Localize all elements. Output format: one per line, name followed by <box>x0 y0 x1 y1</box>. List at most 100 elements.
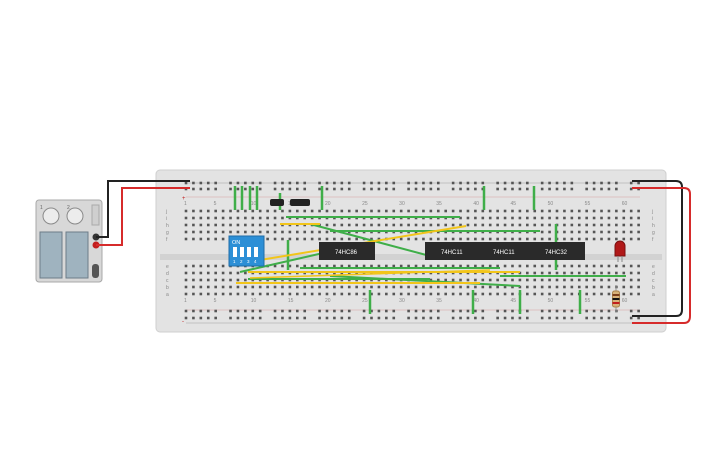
grid-hole[interactable] <box>526 209 529 213</box>
grid-hole[interactable] <box>555 278 559 282</box>
grid-hole[interactable] <box>221 292 225 296</box>
grid-hole[interactable] <box>370 223 373 227</box>
grid-hole[interactable] <box>592 216 596 220</box>
grid-hole[interactable] <box>607 285 611 289</box>
grid-hole[interactable] <box>266 292 269 296</box>
grid-hole[interactable] <box>214 223 217 227</box>
rail-hole[interactable] <box>296 181 299 185</box>
grid-hole[interactable] <box>540 271 544 275</box>
grid-hole[interactable] <box>199 216 203 220</box>
grid-hole[interactable] <box>503 292 507 296</box>
grid-hole[interactable] <box>585 285 588 289</box>
rail-hole[interactable] <box>526 309 529 313</box>
grid-hole[interactable] <box>244 209 247 213</box>
rail-hole[interactable] <box>333 316 336 320</box>
grid-hole[interactable] <box>444 292 447 296</box>
grid-hole[interactable] <box>206 285 210 289</box>
grid-hole[interactable] <box>199 285 203 289</box>
rail-hole[interactable] <box>422 316 425 320</box>
grid-hole[interactable] <box>622 292 626 296</box>
rail-hole[interactable] <box>288 187 292 191</box>
rail-hole[interactable] <box>496 316 499 320</box>
grid-hole[interactable] <box>221 278 225 282</box>
grid-hole[interactable] <box>540 230 544 234</box>
grid-hole[interactable] <box>258 216 262 220</box>
grid-hole[interactable] <box>629 271 633 275</box>
grid-hole[interactable] <box>236 285 240 289</box>
chip-74hc11-a[interactable]: 74HC11 <box>425 242 481 260</box>
grid-hole[interactable] <box>637 216 640 220</box>
resistor[interactable] <box>612 285 620 312</box>
grid-hole[interactable] <box>503 223 507 227</box>
grid-hole[interactable] <box>281 292 284 296</box>
rail-hole[interactable] <box>585 309 588 313</box>
grid-hole[interactable] <box>310 237 314 241</box>
grid-hole[interactable] <box>273 216 277 220</box>
grid-hole[interactable] <box>577 209 581 213</box>
rail-hole[interactable] <box>244 309 247 313</box>
grid-hole[interactable] <box>184 292 188 296</box>
rail-hole[interactable] <box>496 181 499 185</box>
grid-hole[interactable] <box>206 209 210 213</box>
grid-hole[interactable] <box>214 230 217 234</box>
grid-hole[interactable] <box>585 209 588 213</box>
grid-hole[interactable] <box>347 209 351 213</box>
rail-hole[interactable] <box>184 309 188 313</box>
grid-hole[interactable] <box>296 285 299 289</box>
grid-hole[interactable] <box>563 237 566 241</box>
rail-hole[interactable] <box>303 309 307 313</box>
grid-hole[interactable] <box>244 278 247 282</box>
grid-hole[interactable] <box>488 285 492 289</box>
grid-hole[interactable] <box>422 237 425 241</box>
grid-hole[interactable] <box>199 223 203 227</box>
rail-hole[interactable] <box>503 187 507 191</box>
rail-hole[interactable] <box>251 309 255 313</box>
grid-hole[interactable] <box>236 271 240 275</box>
grid-hole[interactable] <box>296 209 299 213</box>
rail-hole[interactable] <box>392 187 396 191</box>
grid-hole[interactable] <box>518 264 522 268</box>
wire-black-right-loop[interactable] <box>632 180 683 317</box>
grid-hole[interactable] <box>451 285 455 289</box>
rail-hole[interactable] <box>474 316 477 320</box>
battery-knob-right[interactable] <box>66 207 84 225</box>
rail-hole[interactable] <box>214 181 217 185</box>
grid-hole[interactable] <box>429 237 433 241</box>
grid-hole[interactable] <box>607 223 611 227</box>
grid-hole[interactable] <box>244 271 247 275</box>
rail-hole[interactable] <box>511 309 514 313</box>
grid-hole[interactable] <box>436 237 440 241</box>
grid-hole[interactable] <box>377 209 381 213</box>
grid-hole[interactable] <box>288 264 292 268</box>
grid-hole[interactable] <box>392 285 396 289</box>
grid-hole[interactable] <box>496 278 499 282</box>
rail-hole[interactable] <box>481 181 485 185</box>
rail-hole[interactable] <box>273 309 277 313</box>
grid-hole[interactable] <box>577 278 581 282</box>
grid-hole[interactable] <box>607 271 611 275</box>
grid-hole[interactable] <box>273 230 277 234</box>
rail-hole[interactable] <box>629 309 633 313</box>
grid-hole[interactable] <box>370 285 373 289</box>
grid-hole[interactable] <box>511 209 514 213</box>
grid-hole[interactable] <box>533 285 537 289</box>
rail-hole[interactable] <box>199 187 203 191</box>
rail-hole[interactable] <box>637 181 640 185</box>
rail-hole[interactable] <box>637 316 640 320</box>
rail-hole[interactable] <box>503 309 507 313</box>
grid-hole[interactable] <box>511 237 514 241</box>
grid-hole[interactable] <box>310 292 314 296</box>
rail-hole[interactable] <box>377 309 381 313</box>
rail-hole[interactable] <box>214 316 217 320</box>
rail-hole[interactable] <box>251 316 255 320</box>
grid-hole[interactable] <box>192 271 195 275</box>
rail-hole[interactable] <box>325 187 329 191</box>
rail-hole[interactable] <box>592 309 596 313</box>
grid-hole[interactable] <box>585 278 588 282</box>
rail-hole[interactable] <box>206 181 210 185</box>
rail-hole[interactable] <box>436 316 440 320</box>
grid-hole[interactable] <box>355 237 358 241</box>
grid-hole[interactable] <box>563 216 566 220</box>
grid-hole[interactable] <box>296 292 299 296</box>
rail-hole[interactable] <box>474 181 477 185</box>
